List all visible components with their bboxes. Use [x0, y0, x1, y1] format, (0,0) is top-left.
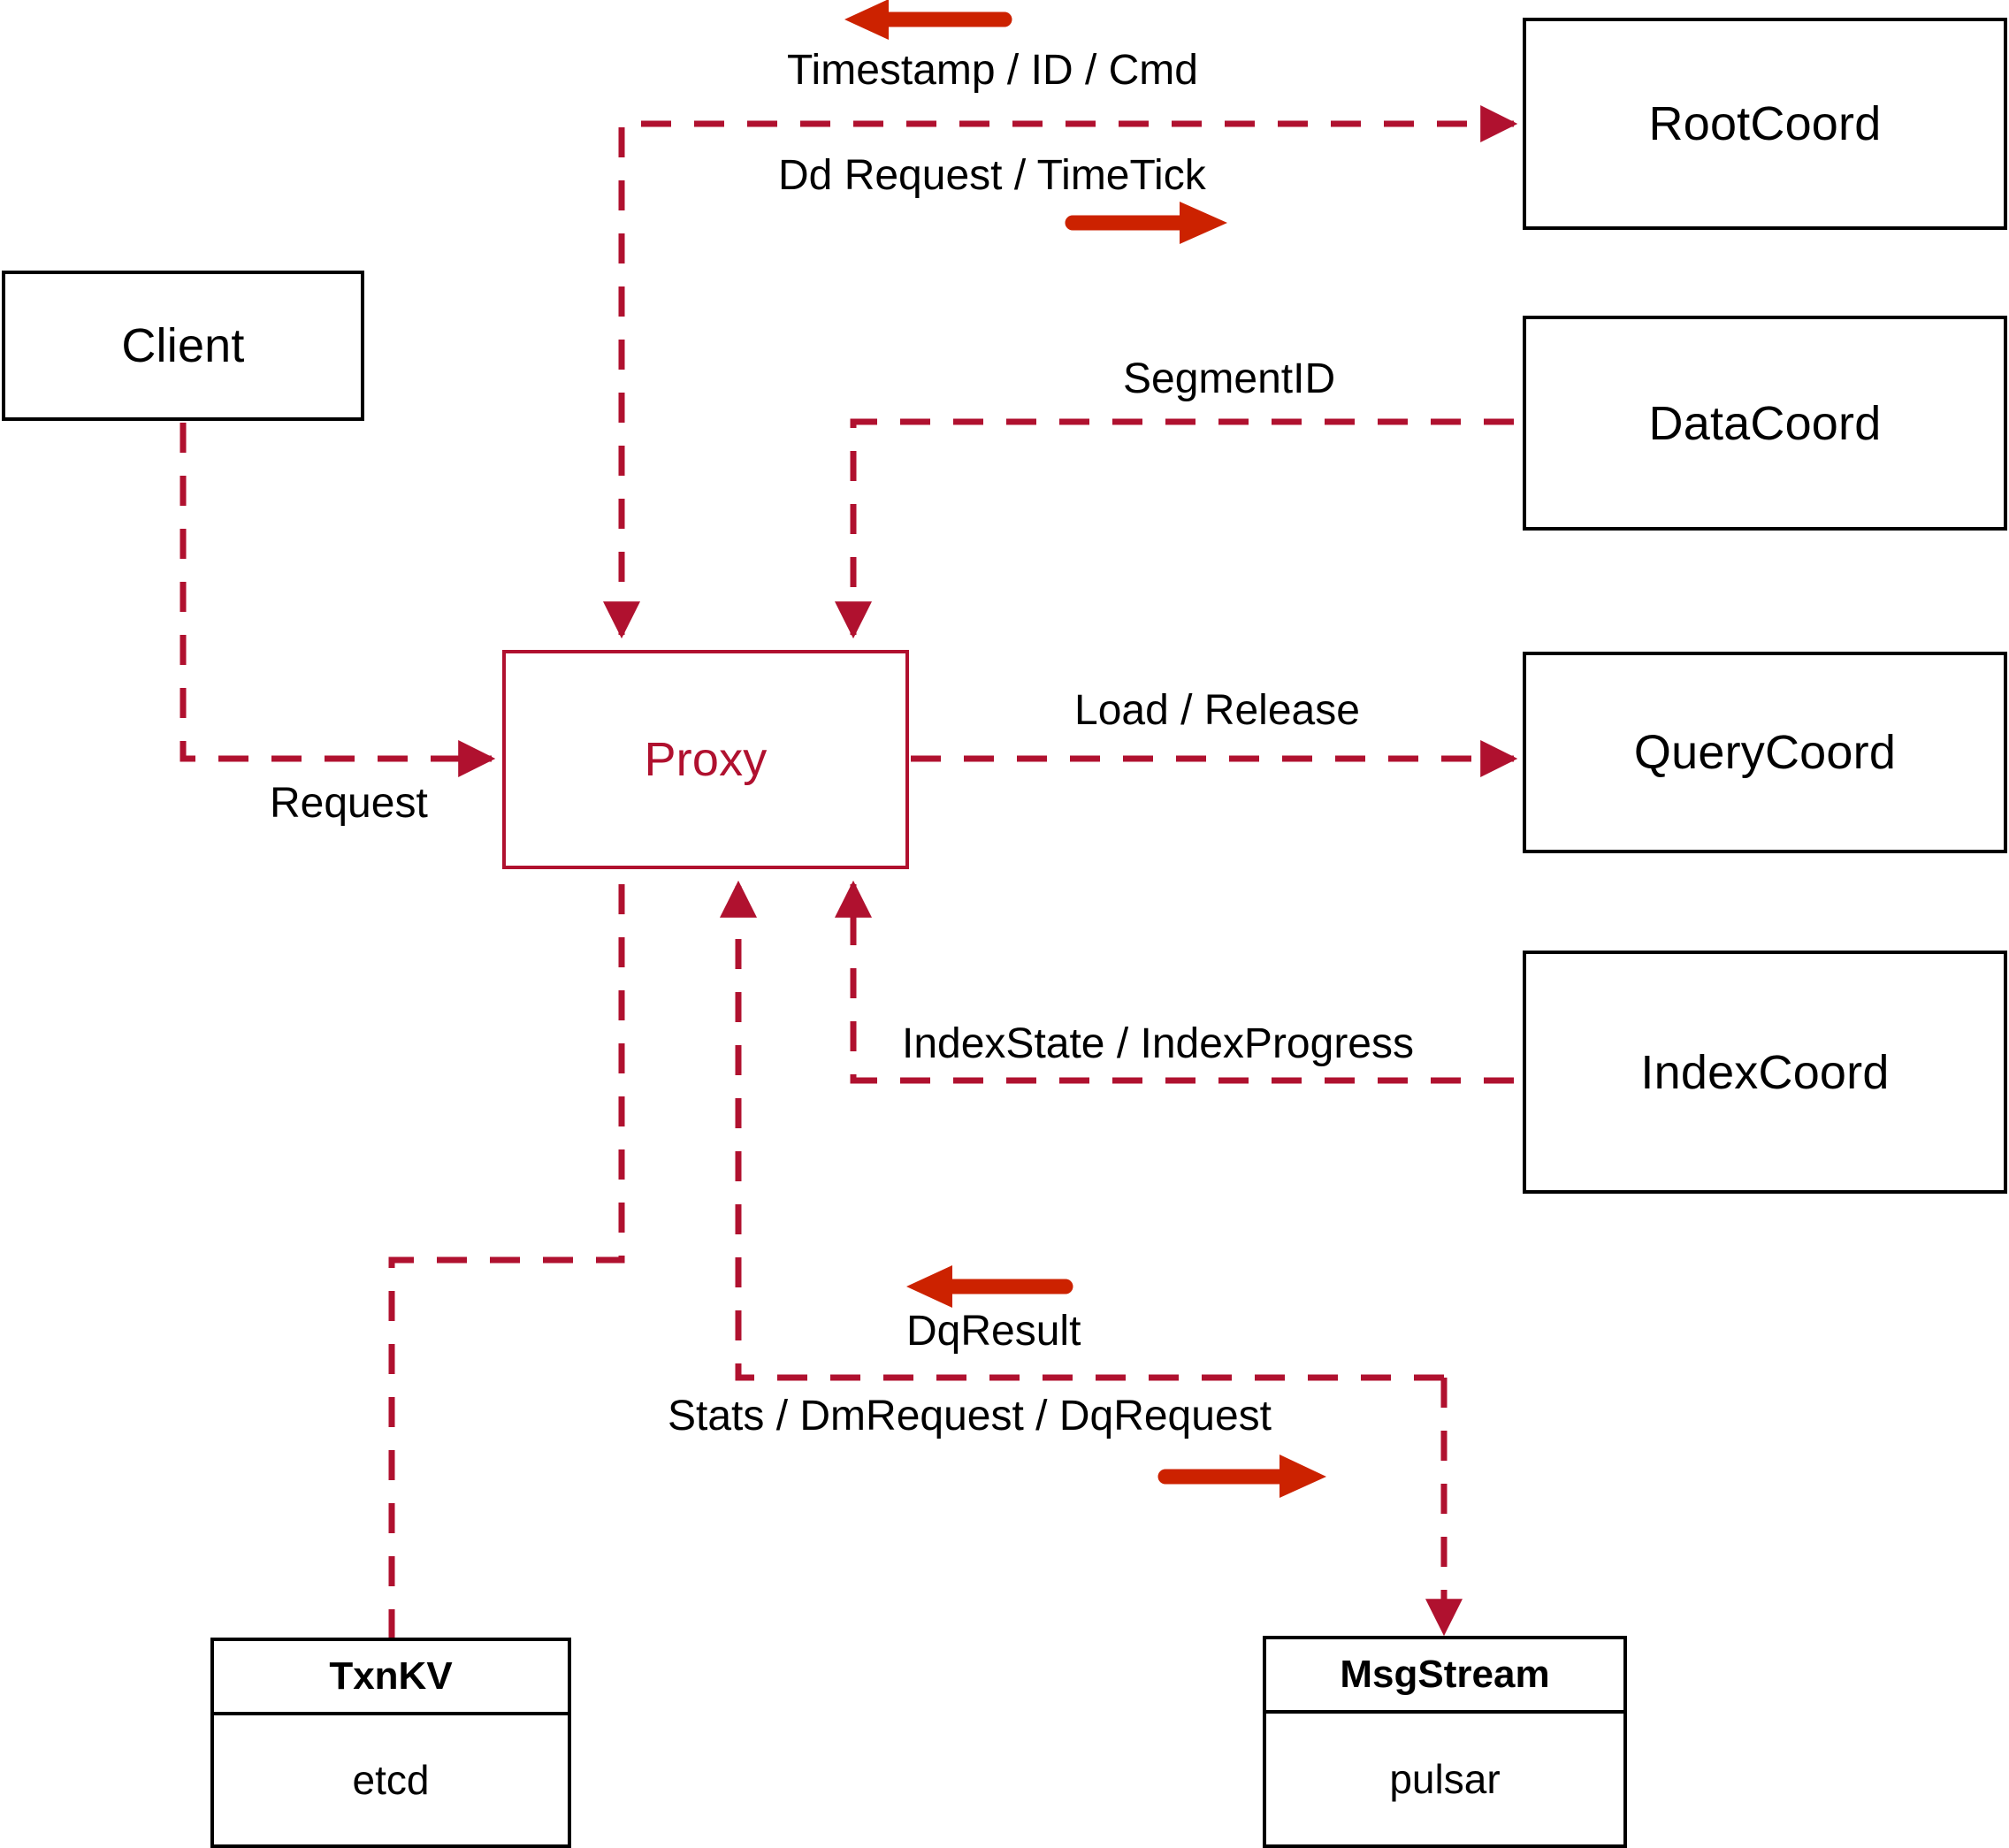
edge-label-request: Request — [270, 780, 428, 827]
store-txnkv-impl: etcd — [352, 1757, 430, 1803]
node-client[interactable]: Client — [2, 271, 364, 421]
node-proxy[interactable]: Proxy — [502, 650, 909, 869]
store-msgstream-title: MsgStream — [1340, 1653, 1550, 1696]
node-querycoord-label: QueryCoord — [1633, 726, 1897, 779]
node-indexcoord-label: IndexCoord — [1640, 1045, 1890, 1099]
wire-proxy-rootcoord — [603, 105, 1518, 639]
node-querycoord[interactable]: QueryCoord — [1523, 652, 2007, 853]
store-txnkv[interactable]: TxnKV etcd — [210, 1638, 571, 1848]
store-msgstream[interactable]: MsgStream pulsar — [1263, 1636, 1627, 1848]
direction-arrow-dd-request — [1065, 202, 1227, 244]
edge-label-timestamp-id-cmd: Timestamp / ID / Cmd — [787, 47, 1198, 94]
node-rootcoord-label: RootCoord — [1648, 97, 1882, 150]
wire-proxy-txnkv — [388, 884, 625, 1638]
edge-label-segmentid: SegmentID — [1123, 355, 1336, 402]
node-datacoord-label: DataCoord — [1648, 396, 1882, 450]
wire-msgstream-proxy — [720, 880, 1444, 1381]
store-msgstream-header: MsgStream — [1266, 1639, 1623, 1714]
store-txnkv-title: TxnKV — [329, 1654, 453, 1698]
store-txnkv-body: etcd — [214, 1715, 568, 1844]
wire-datacoord-proxy — [835, 418, 1514, 639]
store-txnkv-header: TxnKV — [214, 1641, 568, 1715]
edge-label-dd-request-timetick: Dd Request / TimeTick — [778, 152, 1206, 199]
direction-arrow-dmrequest — [1157, 1455, 1326, 1498]
node-client-label: Client — [121, 319, 245, 372]
node-indexcoord[interactable]: IndexCoord — [1523, 951, 2007, 1194]
store-msgstream-body: pulsar — [1266, 1714, 1623, 1844]
direction-arrow-timestamp — [844, 0, 1012, 40]
node-datacoord[interactable]: DataCoord — [1523, 316, 2007, 531]
node-rootcoord[interactable]: RootCoord — [1523, 18, 2007, 230]
edge-label-indexstate-indexprogress: IndexState / IndexProgress — [902, 1020, 1414, 1067]
direction-arrow-dqresult — [906, 1265, 1073, 1308]
store-msgstream-impl: pulsar — [1389, 1756, 1501, 1802]
node-proxy-label: Proxy — [644, 733, 768, 786]
edge-label-stats-dmrequest-dqrequest: Stats / DmRequest / DqRequest — [668, 1393, 1272, 1439]
wire-client-proxy — [180, 423, 496, 777]
edge-label-dqresult: DqResult — [906, 1308, 1081, 1355]
edge-label-load-release: Load / Release — [1074, 687, 1360, 734]
